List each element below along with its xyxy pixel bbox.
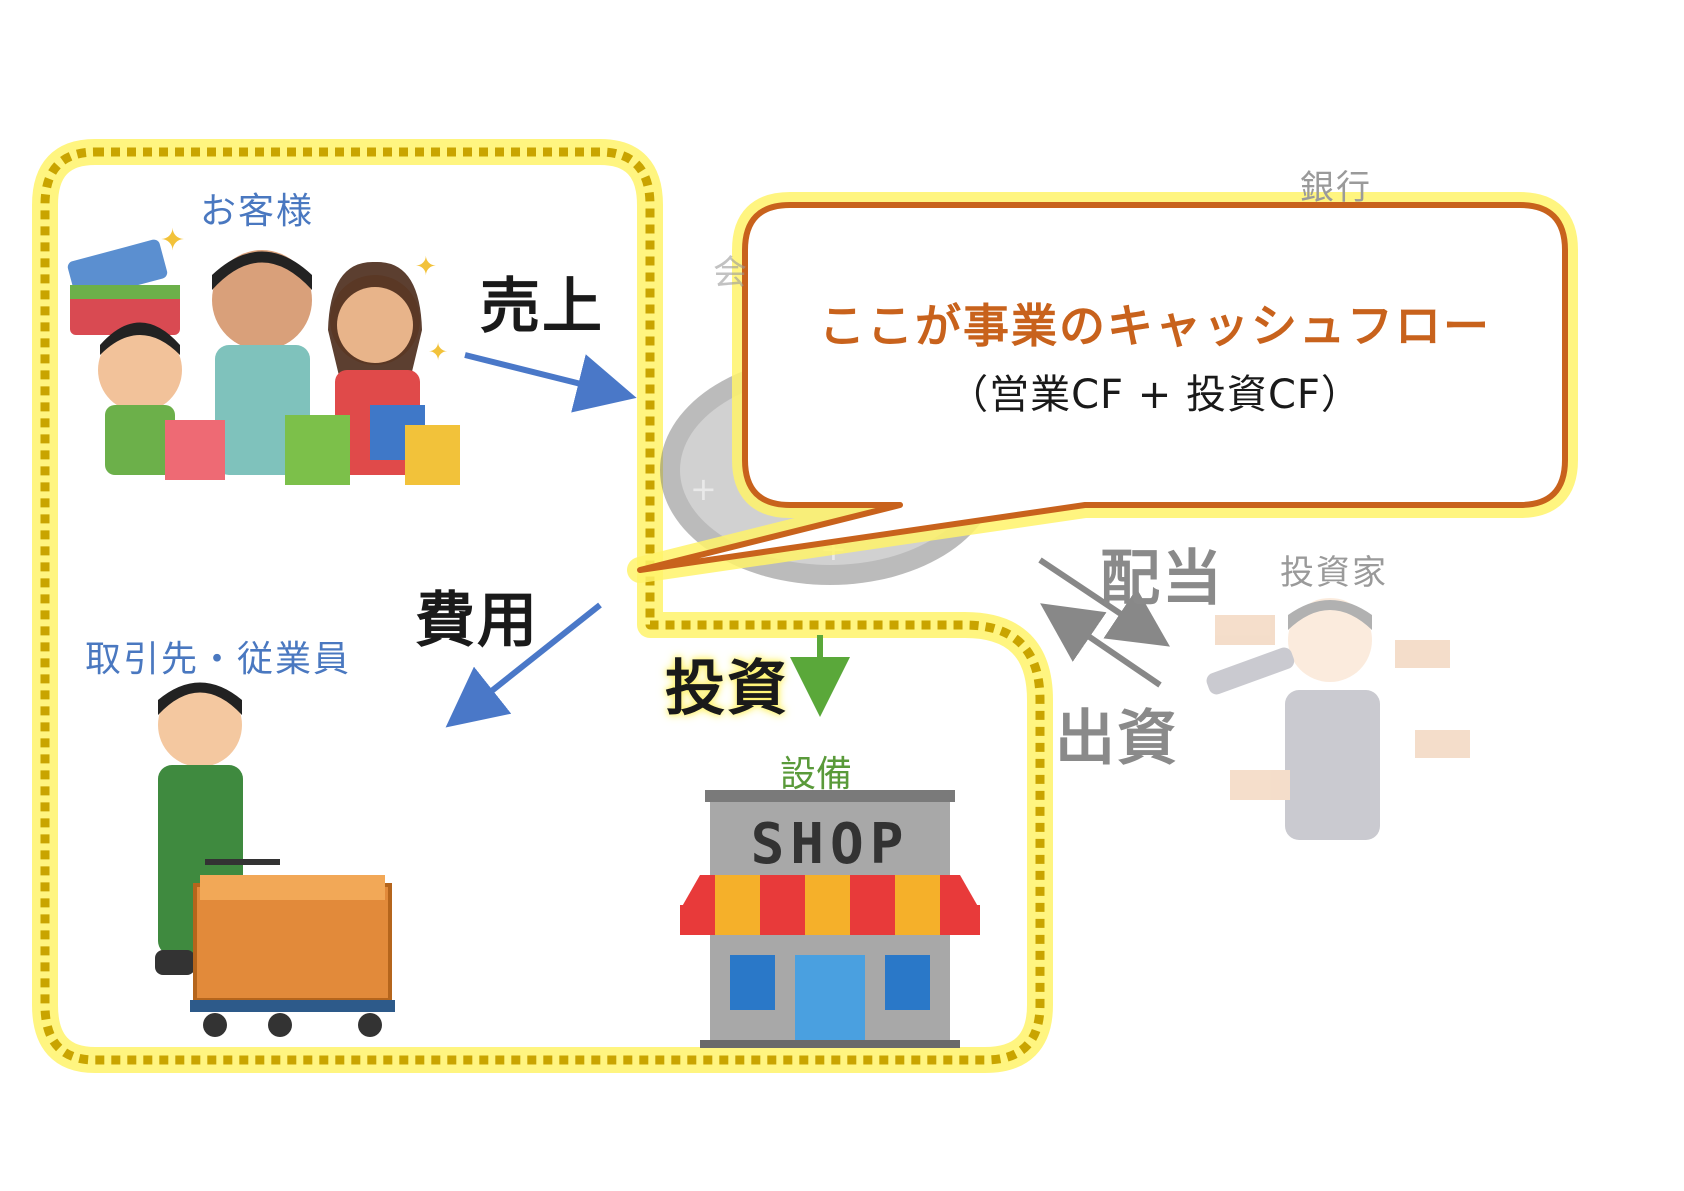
customers-illustration: ✦ ✦ ✦ <box>66 223 460 485</box>
suppliers-employees-label: 取引先・従業員 <box>85 630 351 682</box>
svg-text:+: + <box>690 470 717 508</box>
svg-text:✦: ✦ <box>160 223 185 258</box>
bank-label: 銀行 <box>1300 160 1372 209</box>
expenses-label: 費用 <box>415 572 539 659</box>
callout-title: ここが事業のキャッシュフロー <box>745 290 1565 356</box>
investor-illustration <box>1204 598 1470 840</box>
sales-label: 売上 <box>480 258 604 345</box>
sales-arrow <box>465 355 625 395</box>
svg-text:✦: ✦ <box>415 252 437 282</box>
callout-subtitle: （営業CF + 投資CF） <box>745 362 1565 420</box>
dividend-label: 配当 <box>1100 530 1224 617</box>
svg-text:✦: ✦ <box>428 338 448 366</box>
customers-label: お客様 <box>200 182 314 234</box>
investor-label: 投資家 <box>1280 545 1388 594</box>
capital-arrow <box>1050 610 1160 685</box>
capital-label: 出資 <box>1055 690 1179 777</box>
company-label-partial: 会 <box>713 245 749 294</box>
shop-sign: SHOP <box>725 812 935 877</box>
investment-label: 投資 <box>665 640 789 727</box>
equipment-label: 設備 <box>780 745 852 797</box>
worker-cart-illustration <box>155 683 395 1038</box>
